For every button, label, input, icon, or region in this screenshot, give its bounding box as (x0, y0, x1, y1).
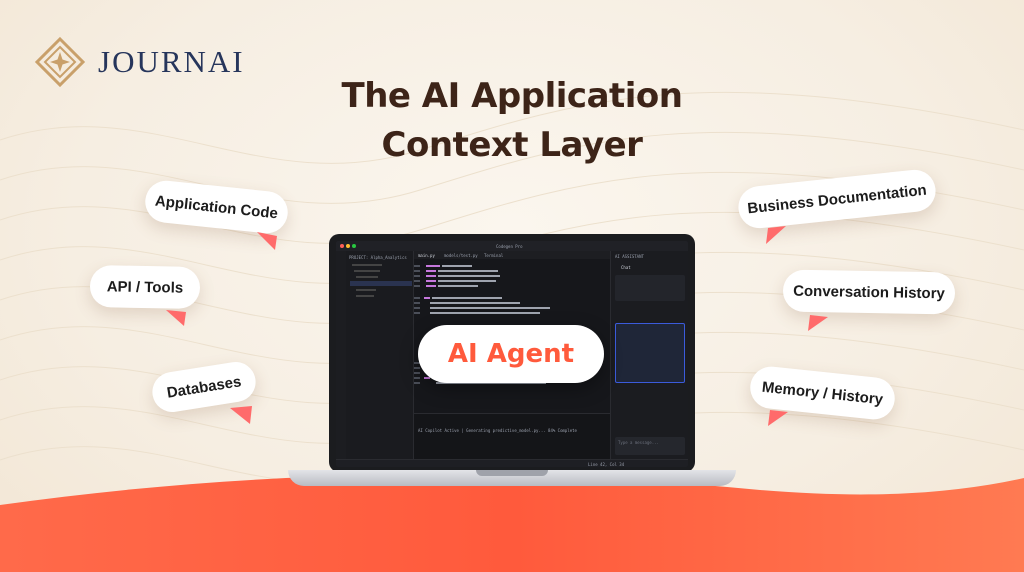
bubble-tail (230, 406, 252, 424)
tab-main[interactable]: main.py (418, 253, 435, 258)
brand-name: JOURNAI (98, 44, 245, 79)
file-explorer: PROJECT: Alpha_Analytics (346, 251, 414, 459)
file-tree-item[interactable] (356, 276, 378, 278)
headline-line-1: The AI Application (341, 76, 683, 116)
bubble-label: Business Documentation (746, 181, 928, 217)
chat-message-ai (615, 323, 685, 383)
bubble-tail (808, 315, 828, 331)
minimize-dot-icon[interactable] (346, 244, 350, 248)
editor-tabs: main.py models/test.py Terminal (414, 251, 610, 259)
laptop-notch (476, 470, 548, 476)
file-tree-item[interactable] (354, 270, 380, 272)
activity-bar (336, 251, 346, 459)
bubble-tail (166, 310, 186, 326)
chat-panel-title: AI ASSISTANT (615, 254, 644, 259)
ai-agent-label: AI Agent (418, 325, 604, 383)
chat-message-user (615, 275, 685, 301)
cursor-position: Line 42, Col 34 (588, 462, 625, 467)
maximize-dot-icon[interactable] (352, 244, 356, 248)
bubble-label: Memory / History (761, 378, 884, 408)
bubble-label: Databases (165, 372, 243, 402)
brand-logo: JOURNAI (34, 36, 245, 88)
bubble-label: API / Tools (106, 277, 184, 297)
bubble-tail (768, 410, 788, 426)
tab-chat[interactable]: Chat (621, 265, 631, 270)
file-tree-item[interactable] (352, 264, 382, 266)
chat-input[interactable]: Type a message... (615, 437, 685, 455)
file-tree-item-selected[interactable] (350, 281, 412, 286)
laptop-base (288, 470, 736, 486)
chat-input-placeholder: Type a message... (618, 440, 659, 445)
file-tree-item[interactable] (356, 295, 374, 297)
tab-models[interactable]: models/test.py (444, 253, 478, 258)
headline-line-2: Context Layer (381, 125, 643, 165)
bubble-api-tools: API / Tools (89, 265, 201, 309)
sparkle-diamond-icon (34, 36, 86, 88)
file-tree-item[interactable] (356, 289, 376, 291)
window-title: Codegen Pro (496, 244, 523, 249)
terminal-panel: AI Copilot Active | Generating predictiv… (414, 413, 610, 459)
bubble-tail (257, 232, 277, 250)
bubble-label: Application Code (154, 192, 279, 222)
close-dot-icon[interactable] (340, 244, 344, 248)
bubble-label: Conversation History (793, 282, 945, 302)
bubble-conversation-history: Conversation History (782, 269, 956, 315)
editor-titlebar: Codegen Pro (336, 241, 688, 251)
tab-terminal[interactable]: Terminal (484, 253, 504, 258)
ai-agent-text: AI Agent (447, 339, 575, 369)
explorer-title: PROJECT: Alpha_Analytics (349, 255, 407, 260)
ai-assistant-panel: AI ASSISTANT Chat Type a message... (610, 251, 688, 459)
status-bar: Line 42, Col 34 (336, 459, 688, 467)
bubble-tail (766, 226, 786, 244)
terminal-output: AI Copilot Active | Generating predictiv… (418, 428, 577, 433)
